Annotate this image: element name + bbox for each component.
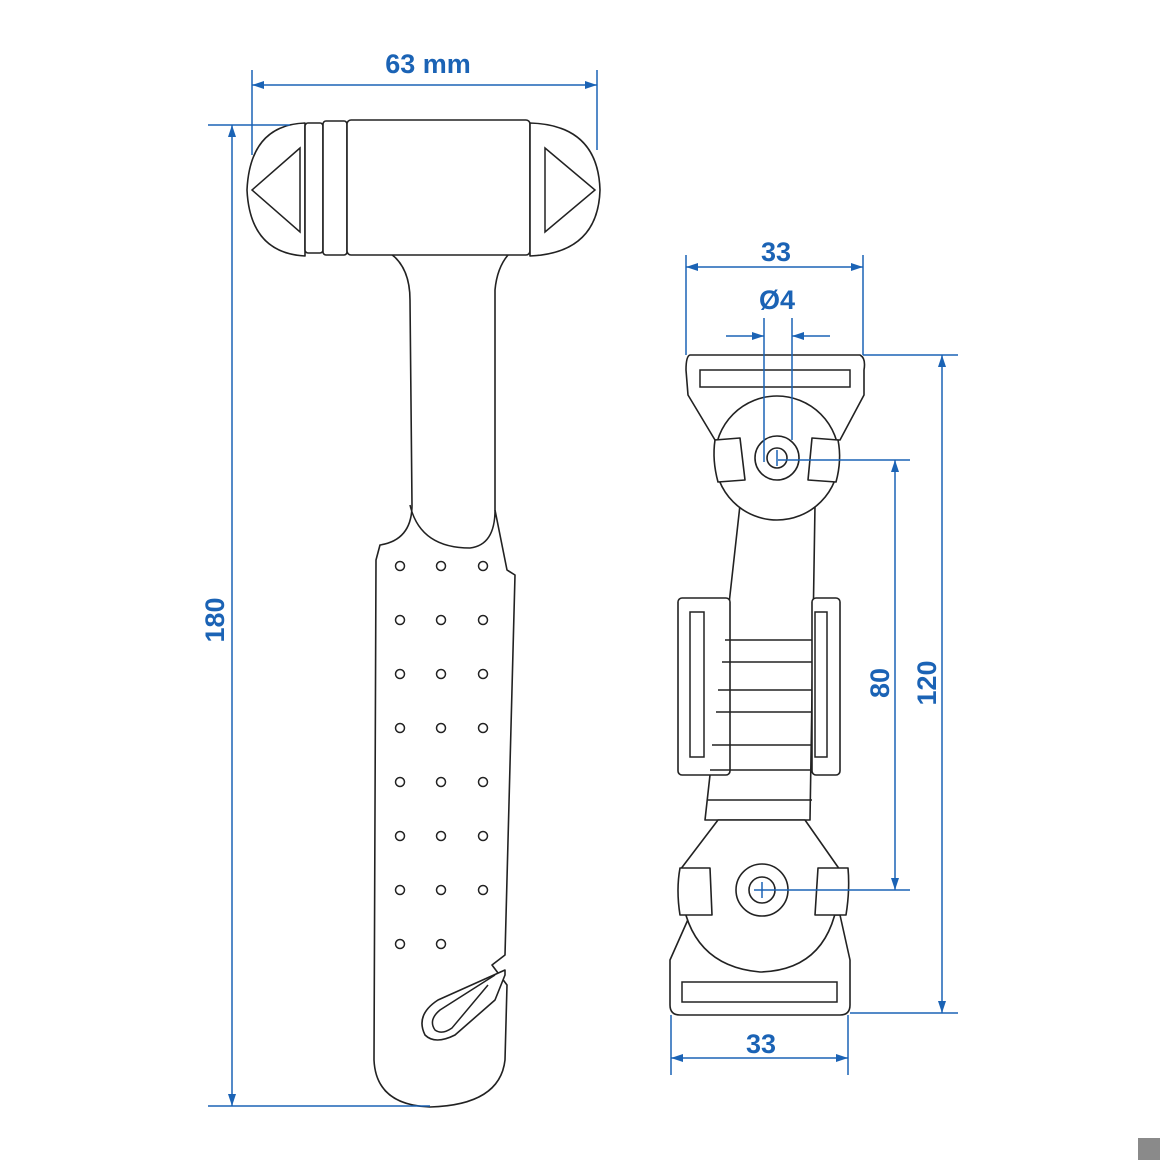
dim-label-120: 120 — [912, 660, 942, 705]
hammer-tip-left — [250, 146, 301, 234]
grip-hole — [394, 722, 406, 734]
hammer-band-left — [304, 122, 324, 254]
hammer-cap-right — [529, 122, 601, 257]
dim-label-180: 180 — [200, 597, 230, 642]
hammer-cap-left — [246, 122, 306, 257]
grip-hole — [435, 776, 447, 788]
grip-hole — [394, 668, 406, 680]
mounting-bracket — [669, 354, 866, 1016]
handle-grip-edge — [409, 504, 496, 549]
grip-hole — [394, 560, 406, 572]
dim-label-top-33: 33 — [761, 237, 791, 267]
grip-hole — [477, 614, 489, 626]
grip-hole — [477, 776, 489, 788]
grip-hole — [435, 668, 447, 680]
grip-hole — [394, 938, 406, 950]
grip-hole — [394, 614, 406, 626]
grip-hole — [394, 776, 406, 788]
dimension-lines — [208, 70, 958, 1107]
grip-hole — [477, 722, 489, 734]
dim-label-bottom-33: 33 — [746, 1029, 776, 1059]
grip-hole — [435, 884, 447, 896]
grip-hole — [477, 884, 489, 896]
corner-marker — [1138, 1138, 1160, 1160]
dim-label-63mm: 63 mm — [385, 49, 471, 79]
grip-hole — [435, 722, 447, 734]
grip-hole — [477, 560, 489, 572]
top-plate-slot — [699, 369, 851, 388]
dim-label-diameter: Ø4 — [759, 285, 795, 315]
grip-hole — [477, 668, 489, 680]
emergency-hammer — [246, 119, 601, 1108]
left-side-slot — [689, 611, 705, 758]
bottom-left-clip — [677, 867, 713, 916]
hammer-head-block — [346, 119, 531, 256]
hammer-band-left-2 — [322, 120, 348, 256]
bottom-plate-slot — [681, 981, 838, 1003]
top-left-clip — [713, 437, 746, 483]
grip-hole — [394, 884, 406, 896]
dim-label-80: 80 — [865, 668, 895, 698]
hammer-tip-right — [544, 146, 597, 234]
grip-hole — [435, 614, 447, 626]
right-side-slot — [814, 611, 828, 758]
belt-cutter-slot — [421, 969, 506, 1041]
strap-side-right — [811, 597, 841, 776]
grip-hole — [435, 938, 447, 950]
bottom-right-clip — [814, 867, 850, 916]
grip-hole — [394, 830, 406, 842]
cutter-inner — [431, 974, 496, 1033]
strap-ribs — [708, 639, 812, 801]
grip-holes — [394, 560, 489, 950]
grip-hole — [435, 560, 447, 572]
grip-hole — [477, 830, 489, 842]
grip-hole — [435, 830, 447, 842]
